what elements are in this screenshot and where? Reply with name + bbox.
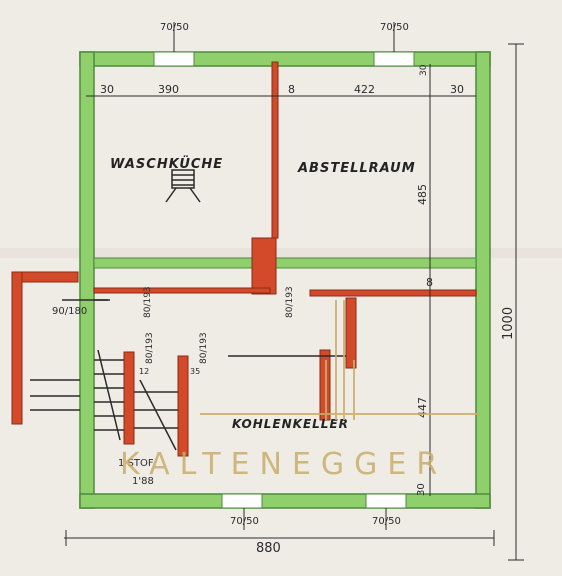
dim-overall-height: 1000 bbox=[501, 307, 516, 340]
dim-door-left: 90/180 bbox=[52, 306, 87, 317]
dim-top-left-wall: 30 bbox=[100, 83, 114, 96]
paper-fold bbox=[0, 248, 562, 258]
dim-window-top-left: 70/50 bbox=[160, 22, 189, 33]
dim-top-room-right: 422 bbox=[354, 83, 375, 96]
dim-stair-small-1: 12 bbox=[139, 367, 149, 376]
dim-right-mid: 8 bbox=[426, 276, 433, 289]
dim-window-top-right: 70/50 bbox=[380, 22, 409, 33]
stair-note: 1 STOF bbox=[118, 458, 154, 469]
dim-top-mid-wall: 8 bbox=[288, 83, 295, 96]
room-label-kohlenkeller: KOHLENKELLER bbox=[232, 417, 349, 431]
watermark-text: KALTENEGGER bbox=[120, 447, 447, 482]
plan-lines bbox=[30, 169, 346, 451]
dim-window-bottom-right: 70/50 bbox=[372, 516, 401, 527]
dim-door-mid-left: 80/193 bbox=[143, 286, 153, 318]
windows bbox=[153, 51, 415, 509]
dim-door-mid-right: 80/193 bbox=[285, 286, 295, 318]
dim-door-lower-b: 80/193 bbox=[199, 332, 209, 364]
room-label-abstellraum: ABSTELLRAUM bbox=[297, 161, 416, 176]
dim-right-upper: 485 bbox=[416, 184, 429, 205]
dim-overall-width: 880 bbox=[256, 541, 281, 556]
room-label-waschkueche: WASCHKÜCHE bbox=[110, 156, 223, 172]
dim-right-small-top: 30 bbox=[419, 64, 429, 76]
dim-right-bottom: 30 bbox=[416, 483, 427, 496]
dim-door-lower-a: 80/193 bbox=[145, 332, 155, 364]
stair-note-2: 1'88 bbox=[132, 476, 154, 487]
dim-stair-small-2: 35 bbox=[190, 367, 200, 376]
dimension-lines bbox=[64, 22, 524, 561]
dim-window-bottom-left: 70/50 bbox=[230, 516, 259, 527]
dim-right-lower: 447 bbox=[416, 397, 429, 418]
dim-top-right-wall: 30 bbox=[450, 83, 464, 96]
watermark-logo bbox=[200, 300, 480, 420]
dim-top-room-left: 390 bbox=[158, 83, 179, 96]
